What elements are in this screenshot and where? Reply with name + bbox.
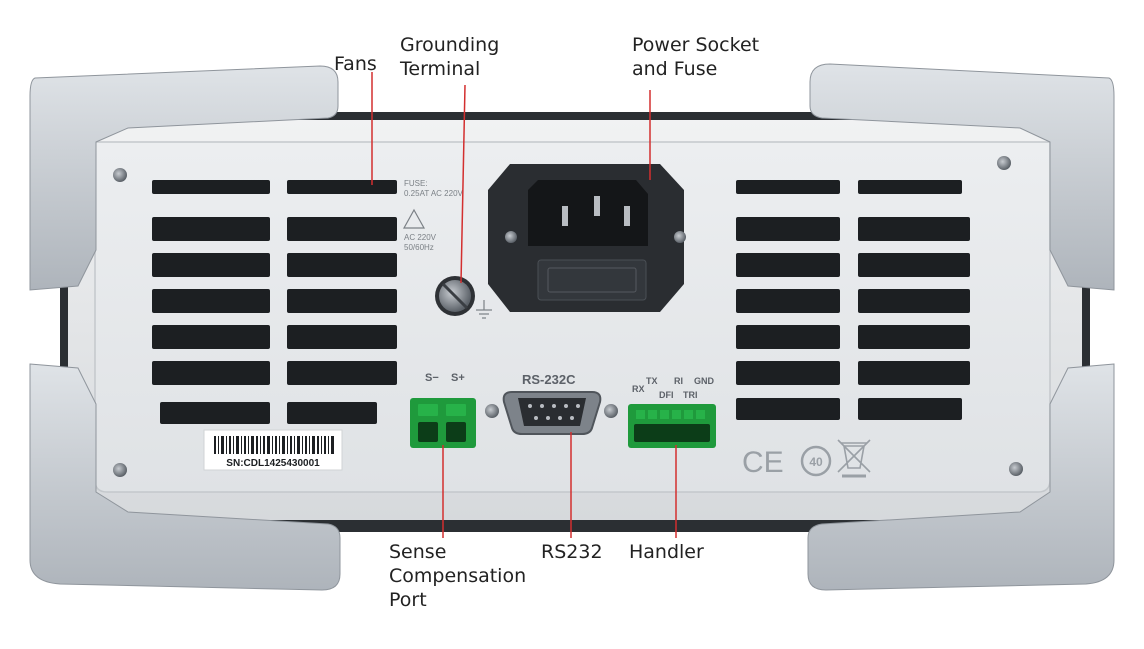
barcode [214,436,334,454]
pin-ri-label: RI [674,376,683,386]
fuse-label: FUSE: [404,179,428,188]
callout-grounding-terminal: Grounding Terminal [400,34,500,80]
ground-symbol-icon [476,300,492,319]
bumper-top-left [29,65,339,291]
screw-icon [485,404,499,418]
screw-icon [505,231,517,243]
grounding-terminal [435,276,492,319]
sense-minus-label: S− [425,372,439,384]
fan-vents-left [152,180,397,424]
ce-mark-icon: CE [742,446,784,479]
callout-sense-port: Sense Compensation Port [389,541,527,611]
sense-terminal-block [410,398,476,448]
fan-vents-right [736,180,970,420]
pin-dfi-label: DFI [659,390,674,400]
leader-line-grounding [460,84,466,284]
ac-frequency-label: 50/60Hz [404,243,434,252]
panel-screws [113,156,1023,477]
handler-terminal-block [628,404,716,448]
rs232-port [485,391,618,435]
warning-triangle-icon [402,208,426,229]
epup-mark-number: 40 [809,455,823,469]
weee-bin-icon [837,439,871,478]
pin-tri-label: TRI [683,390,698,400]
compliance-marks: CE 40 [742,439,871,479]
callout-fans: Fans [334,53,377,75]
pin-gnd-label: GND [694,376,715,386]
callout-handler: Handler [629,541,704,563]
screw-icon [604,404,618,418]
screw-icon [113,168,127,182]
sense-plus-label: S+ [451,372,465,384]
callout-rs232: RS232 [541,541,603,563]
fuse-rating: 0.25AT AC 220V [404,189,464,198]
fuse-drawer [537,259,647,301]
leader-lines [371,72,677,538]
epup-mark-icon [800,445,832,477]
screw-icon [1009,462,1023,476]
bumper-bottom-right [807,363,1115,591]
pin-tx-label: TX [646,376,658,386]
bumper-top-right [809,63,1115,291]
serial-number-sticker: SN:CDL1425430001 [203,429,343,471]
screw-icon [113,463,127,477]
pin-rx-label: RX [632,384,645,394]
rs232c-label: RS-232C [522,372,576,387]
bumper-bottom-left [29,363,341,591]
callout-power-socket-fuse: Power Socket and Fuse [632,34,760,80]
power-socket [488,164,686,312]
serial-number: SN:CDL1425430001 [226,458,320,469]
screw-icon [997,156,1011,170]
screw-icon [674,231,686,243]
ac-voltage-label: AC 220V [404,233,437,242]
